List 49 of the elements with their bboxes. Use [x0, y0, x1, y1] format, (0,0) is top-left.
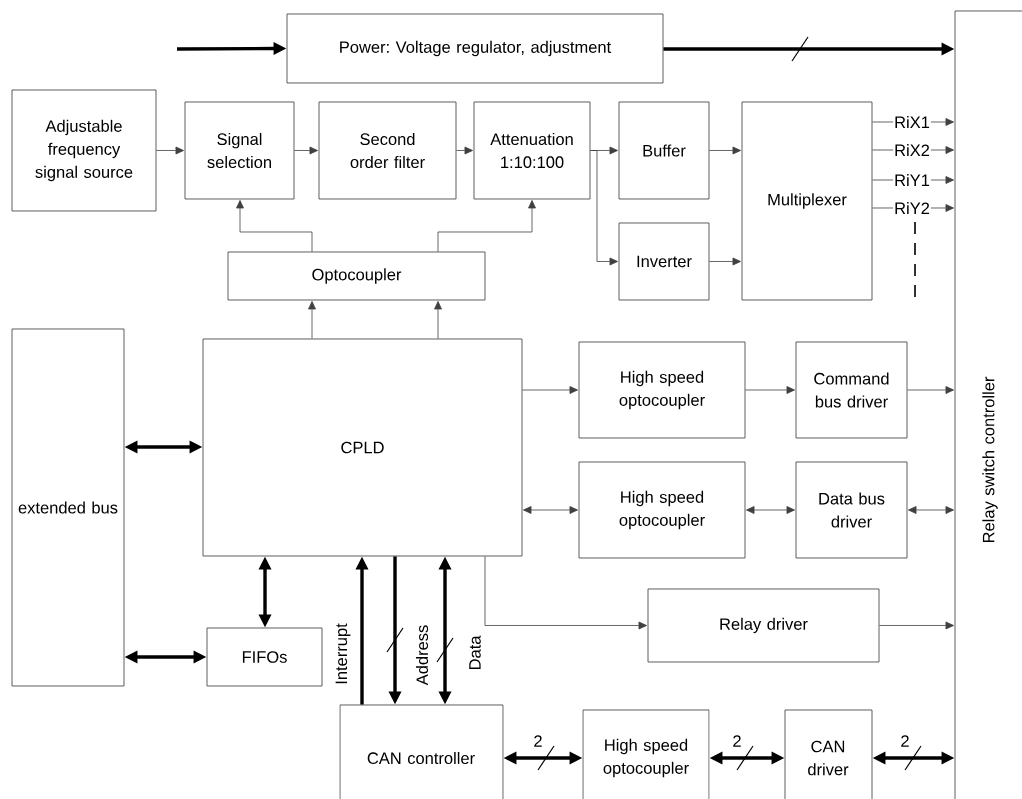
arrow: [522, 386, 578, 394]
arrow: [434, 301, 442, 339]
edge-label: 2: [532, 734, 544, 748]
arrow: [908, 506, 954, 514]
arrow: [709, 146, 741, 155]
block-box: Second order filter: [318, 101, 457, 200]
arrow: [907, 386, 954, 394]
block-box: FIFOs: [206, 627, 323, 687]
edge-label: RiX2: [893, 143, 931, 157]
block-box: Command bus driver: [795, 341, 908, 439]
block-box: Inverter: [618, 222, 710, 301]
edge-label: Address: [414, 623, 430, 687]
edge-label: Interrupt: [334, 622, 352, 686]
block-box: CAN driver: [784, 709, 873, 799]
block-box: Power: Voltage regulator, adjustment: [286, 13, 664, 84]
edge-label: 2: [899, 734, 911, 748]
edge-label: Data: [468, 634, 482, 672]
block-box: Adjustable frequency signal source: [11, 89, 157, 212]
block-box: extended bus: [11, 328, 125, 687]
block-box: High speed optocoupler: [582, 709, 710, 799]
block-box: Optocoupler: [227, 251, 486, 301]
block-box: CAN controller: [339, 704, 504, 799]
arrow: [746, 506, 795, 514]
arrow: [709, 257, 741, 266]
arrow: [523, 506, 578, 514]
arrow: [745, 386, 795, 394]
arrow: [456, 146, 473, 155]
block-box: Signal selection: [184, 101, 295, 200]
block-box: CPLD: [202, 338, 523, 557]
block-box: High speed optocoupler: [578, 461, 746, 559]
arrow: [879, 621, 954, 630]
edge-label: RiY1: [893, 173, 931, 187]
edge-label: RiY2: [893, 201, 931, 215]
arrow: [484, 556, 647, 630]
block-box: Multiplexer: [741, 101, 873, 301]
arrow: [590, 150, 618, 266]
block-box: Attenuation 1:10:100: [473, 101, 591, 200]
arrow: [294, 146, 318, 155]
arrow: [236, 200, 313, 252]
block-box: High speed optocoupler: [578, 341, 746, 439]
arrow: [156, 146, 184, 155]
block-box: Relay switch controller: [954, 10, 1022, 799]
edge-label: RiX1: [893, 115, 931, 129]
block-box: Data bus driver: [795, 461, 908, 559]
block-box: Relay driver: [647, 588, 880, 663]
arrow: [437, 200, 536, 252]
block-box: Buffer: [618, 101, 710, 200]
edge-label: 2: [731, 734, 743, 748]
arrow: [308, 301, 316, 339]
